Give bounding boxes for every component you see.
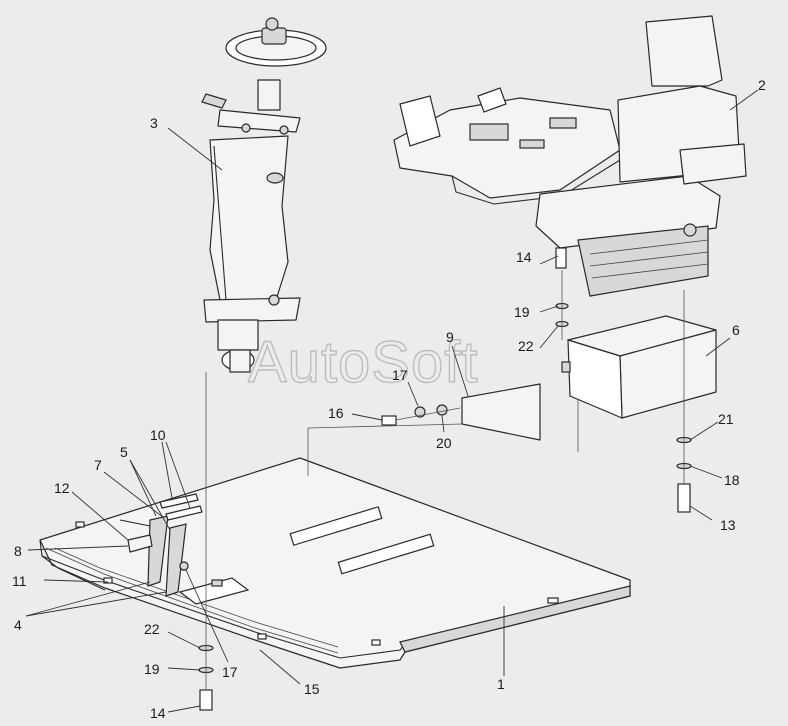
callout-19-upper: 19: [514, 304, 530, 320]
callout-16: 16: [328, 405, 344, 421]
callout-4: 4: [14, 617, 22, 633]
small-bracket: [461, 383, 541, 441]
callout-19-lower: 19: [144, 661, 160, 677]
bolt-14-lower: [199, 689, 213, 711]
callout-8: 8: [14, 543, 22, 559]
bolt-13: [677, 483, 691, 513]
callout-17-lower: 17: [222, 664, 238, 680]
callout-10: 10: [150, 427, 166, 443]
callout-3: 3: [150, 115, 158, 131]
nut-17-lower: [179, 561, 189, 571]
floor-plate: [39, 457, 631, 669]
callout-22-upper: 22: [518, 338, 534, 354]
assembly-axes: [205, 270, 685, 690]
callout-9: 9: [446, 329, 454, 345]
watermark: AutoSoft: [248, 330, 478, 395]
callout-18: 18: [724, 472, 740, 488]
callout-6: 6: [732, 322, 740, 338]
callout-2: 2: [758, 77, 766, 93]
floor-mat-edge: [45, 547, 339, 654]
nut-17-upper: [414, 406, 426, 418]
control-console: [393, 87, 621, 205]
callout-21: 21: [718, 411, 734, 427]
callout-14-upper: 14: [516, 249, 532, 265]
bolt-14-upper: [555, 247, 567, 269]
callout-22-lower: 22: [144, 621, 160, 637]
callout-17-upper: 17: [392, 367, 408, 383]
callout-13: 13: [720, 517, 736, 533]
callout-14-lower: 14: [150, 705, 166, 721]
callout-5: 5: [120, 444, 128, 460]
callout-7: 7: [94, 457, 102, 473]
seat-bracket: [561, 315, 717, 419]
leader-lines: [25, 89, 759, 713]
callout-11: 12: [54, 480, 70, 496]
callout-12: 11: [12, 573, 27, 589]
callout-labels: 3 2 6 21 18 13 14 19 22 9 17 16 20 10 5 …: [12, 77, 766, 721]
operator-seat: [535, 15, 747, 297]
washer-20: [436, 404, 448, 416]
callout-1: 1: [497, 676, 505, 692]
steering-column: [201, 17, 327, 373]
callout-15: 15: [304, 681, 320, 697]
bolt-16: [381, 415, 397, 426]
pedal-assembly: [119, 493, 203, 597]
fasteners: [179, 247, 692, 711]
callout-20: 20: [436, 435, 452, 451]
